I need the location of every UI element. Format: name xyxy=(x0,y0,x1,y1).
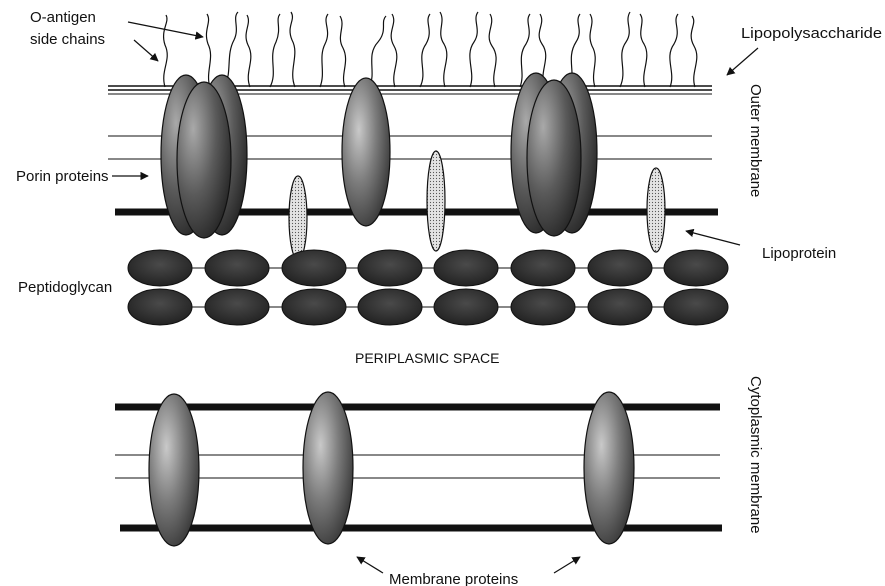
cytoplasmic-membrane-label: Cytoplasmic membrane xyxy=(747,376,764,534)
peptidoglycan-label: Peptidoglycan xyxy=(18,279,112,296)
o-antigen-label-line1: O-antigen xyxy=(30,9,96,26)
membrane-proteins xyxy=(149,392,634,546)
porin-proteins-label: Porin proteins xyxy=(16,168,109,185)
porin-protein-right xyxy=(511,73,597,236)
lipopolysaccharide-label: Lipopolysaccharide xyxy=(741,25,882,42)
o-antigen-label-line2: side chains xyxy=(30,31,105,48)
outer-membrane-protein xyxy=(342,78,390,226)
outer-membrane-label: Outer membrane xyxy=(747,84,764,197)
lipoprotein-label: Lipoprotein xyxy=(762,245,836,262)
membrane-proteins-label: Membrane proteins xyxy=(389,571,518,586)
porin-protein-left xyxy=(161,75,247,238)
o-antigen-chains xyxy=(164,12,697,87)
peptidoglycan-layer xyxy=(128,250,728,325)
periplasmic-space-label: PERIPLASMIC SPACE xyxy=(355,350,499,366)
